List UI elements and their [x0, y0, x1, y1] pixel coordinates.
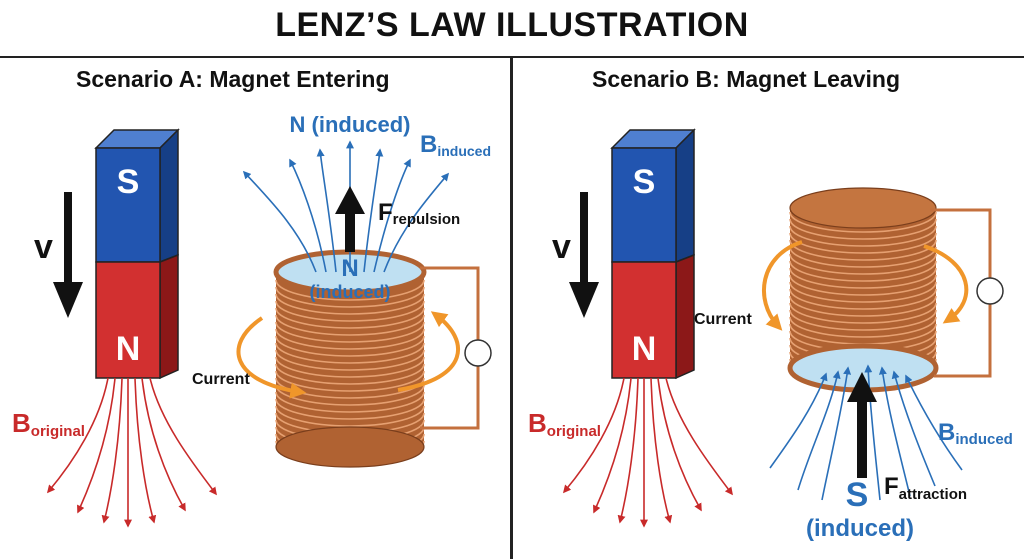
force-b-label: Fattraction: [884, 473, 967, 503]
coil-b: [787, 187, 939, 393]
coil-turn: [275, 293, 425, 315]
coil-turn: [789, 211, 937, 233]
velocity-b-label: v: [552, 228, 571, 266]
coil-turn: [275, 356, 425, 378]
b-induced-a-label: Binduced: [420, 131, 491, 159]
b-original-a-label: Boriginal: [12, 408, 85, 440]
coil-turn: [275, 342, 425, 364]
coil-turn: [789, 288, 937, 310]
coil-turn: [275, 300, 425, 322]
scenario-b-title: Scenario B: Magnet Leaving: [592, 66, 901, 92]
page-title: LENZ’S LAW ILLUSTRATION: [275, 6, 749, 44]
coil-turn: [789, 253, 937, 275]
coil-turn: [275, 328, 425, 350]
coil-turn: [275, 398, 425, 420]
magnet-a-n-pole: N: [116, 330, 141, 368]
coil-turn: [275, 370, 425, 392]
b-original-field-lines-b: [562, 377, 733, 528]
force-arrow-a: [335, 186, 365, 252]
velocity-arrow-a: [53, 192, 83, 318]
coil-turn: [275, 335, 425, 357]
velocity-arrow-b: [569, 192, 599, 318]
circuit-wire-b: [930, 208, 992, 378]
bottom-s-pole-label: S: [846, 476, 869, 514]
coil-turn: [789, 302, 937, 324]
coil-turn: [275, 279, 425, 301]
coil-turn: [789, 225, 937, 247]
induced-n-top-label: N (induced): [290, 112, 411, 137]
b-original-field-lines-a: [46, 377, 217, 528]
coil-turn: [275, 405, 425, 427]
coil-turn: [275, 286, 425, 308]
scenario-a-title: Scenario A: Magnet Entering: [76, 66, 390, 92]
coil-turn: [789, 316, 937, 338]
coil-turn: [275, 307, 425, 329]
current-a-label: Current: [192, 371, 250, 388]
bottom-s-pole-sub: (induced): [806, 515, 914, 542]
force-arrow-b: [847, 372, 877, 478]
scenario-a-diagram: S N v Boriginal: [12, 112, 492, 528]
coil-turn: [275, 349, 425, 371]
b-induced-field-lines-b: [769, 364, 963, 501]
coil-turn: [275, 384, 425, 406]
meter-a: [464, 339, 492, 367]
circuit-wire-a: [420, 266, 480, 430]
coil-turn: [789, 218, 937, 240]
coil-turn: [275, 321, 425, 343]
bar-magnet-b: [610, 128, 696, 380]
current-b-label: Current: [694, 311, 752, 328]
meter-b: [976, 277, 1004, 305]
coil-turn: [275, 363, 425, 385]
coil-turn: [789, 281, 937, 303]
coil-a-pole-sub: (induced): [310, 282, 391, 302]
coil-turn: [789, 309, 937, 331]
velocity-a-label: v: [34, 228, 53, 266]
bar-magnet-a: [94, 128, 180, 380]
current-arrow-b: [762, 240, 969, 331]
coil-turn: [789, 295, 937, 317]
coil-turn: [275, 314, 425, 336]
coil-turn: [789, 260, 937, 282]
coil-turn: [789, 246, 937, 268]
b-induced-b-label: Binduced: [938, 419, 1013, 448]
coil-turn: [275, 391, 425, 413]
current-arrow-a: [236, 311, 460, 399]
magnet-a-s-pole: S: [117, 163, 140, 201]
coil-a: [273, 249, 427, 468]
magnet-b-s-pole: S: [633, 163, 656, 201]
coil-a-pole-label: N: [341, 255, 358, 282]
coil-turn: [789, 267, 937, 289]
coil-turn: [789, 274, 937, 296]
scenario-b-diagram: S N v Boriginal: [528, 128, 1013, 542]
b-original-b-label: Boriginal: [528, 408, 601, 440]
force-a-label: Frepulsion: [378, 199, 460, 228]
panel-divider: [510, 57, 513, 559]
magnet-b-n-pole: N: [632, 330, 657, 368]
